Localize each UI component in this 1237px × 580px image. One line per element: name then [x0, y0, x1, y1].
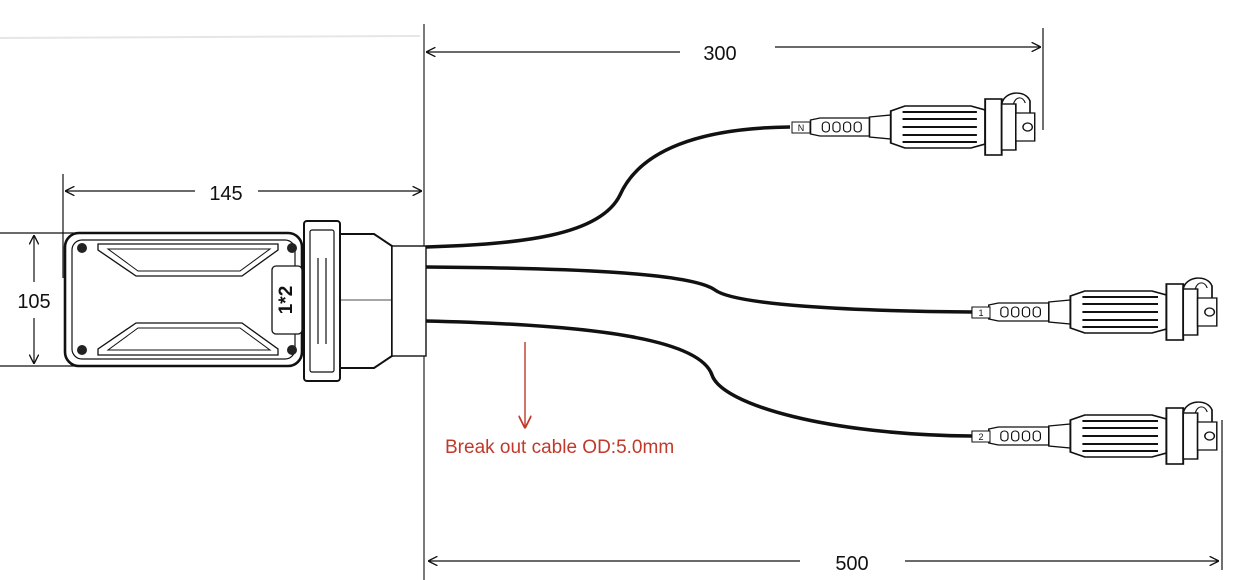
- breakout-annotation: Break out cable OD:5.0mm: [445, 342, 674, 458]
- connector-2: 2: [970, 400, 1219, 466]
- dimension-145: 145: [62, 174, 421, 278]
- dimension-145-label: 145: [209, 183, 242, 205]
- connector-2-tag: 2: [978, 432, 983, 442]
- cable-1: [425, 265, 973, 314]
- annotation-text: Break out cable OD:5.0mm: [445, 437, 674, 458]
- dimension-300-label: 300: [703, 43, 736, 65]
- connector-n-tag: N: [798, 123, 805, 133]
- cables: [425, 125, 973, 438]
- connector-1-tag: 1: [978, 308, 983, 318]
- dimension-105: 105: [0, 232, 80, 367]
- connector-1: 1: [970, 276, 1219, 342]
- connector-n: N: [791, 91, 1036, 157]
- dimension-300: 300: [427, 28, 1044, 130]
- dimension-500: 500: [429, 420, 1223, 575]
- cable-gland: [303, 220, 427, 382]
- splitter-ratio-label: 1*2: [276, 286, 297, 315]
- cable-n: [425, 125, 791, 249]
- cable-2: [425, 319, 973, 438]
- splitter-body: 1*2: [63, 231, 304, 368]
- dimension-105-label: 105: [17, 291, 50, 313]
- dimension-500-label: 500: [835, 553, 868, 575]
